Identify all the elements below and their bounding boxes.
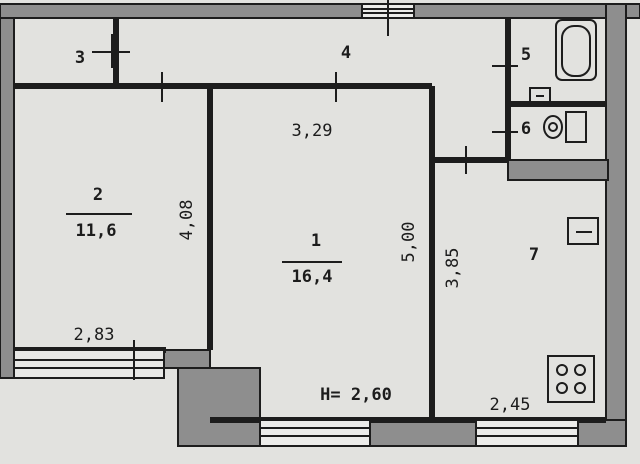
room-1-area: 16,4 — [292, 267, 333, 287]
sink-icon — [529, 87, 599, 245]
room-1-width: 3,29 — [292, 121, 333, 141]
room-2-width: 2,83 — [74, 325, 115, 345]
balcony-frame — [13, 349, 165, 379]
wall-top-left — [0, 3, 363, 19]
wall-bottom-center — [369, 419, 477, 447]
toilet-icon — [543, 111, 587, 143]
wall-wet-block-bottom — [507, 159, 609, 181]
window-room7 — [475, 419, 579, 447]
room-3-number: 3 — [75, 48, 85, 68]
door-marks — [92, 0, 518, 380]
room-1-length: 5,00 — [399, 222, 419, 263]
wall-left — [0, 17, 15, 379]
wall-bottom-mid-left — [177, 367, 261, 447]
partitions — [14, 18, 606, 423]
room-2-number: 2 — [93, 185, 103, 205]
bathtub-icon — [555, 19, 597, 81]
wall-right — [605, 3, 627, 425]
room-5-number: 5 — [521, 45, 531, 65]
room-7-number: 7 — [529, 245, 539, 265]
ceiling-height: H= 2,60 — [320, 385, 392, 405]
room-6-number: 6 — [521, 119, 531, 139]
walls — [0, 3, 640, 447]
wall-bottom-right — [577, 419, 627, 447]
room-4-number: 4 — [341, 43, 351, 63]
window-room1 — [259, 419, 371, 447]
room-2-area: 11,6 — [76, 221, 117, 241]
wall-bottom-left — [161, 349, 211, 369]
room-7-length: 3,85 — [443, 248, 463, 289]
room-2-length: 4,08 — [177, 200, 197, 241]
stove-icon — [547, 355, 595, 403]
room-7-width: 2,45 — [490, 395, 531, 415]
room-1-number: 1 — [311, 231, 321, 251]
